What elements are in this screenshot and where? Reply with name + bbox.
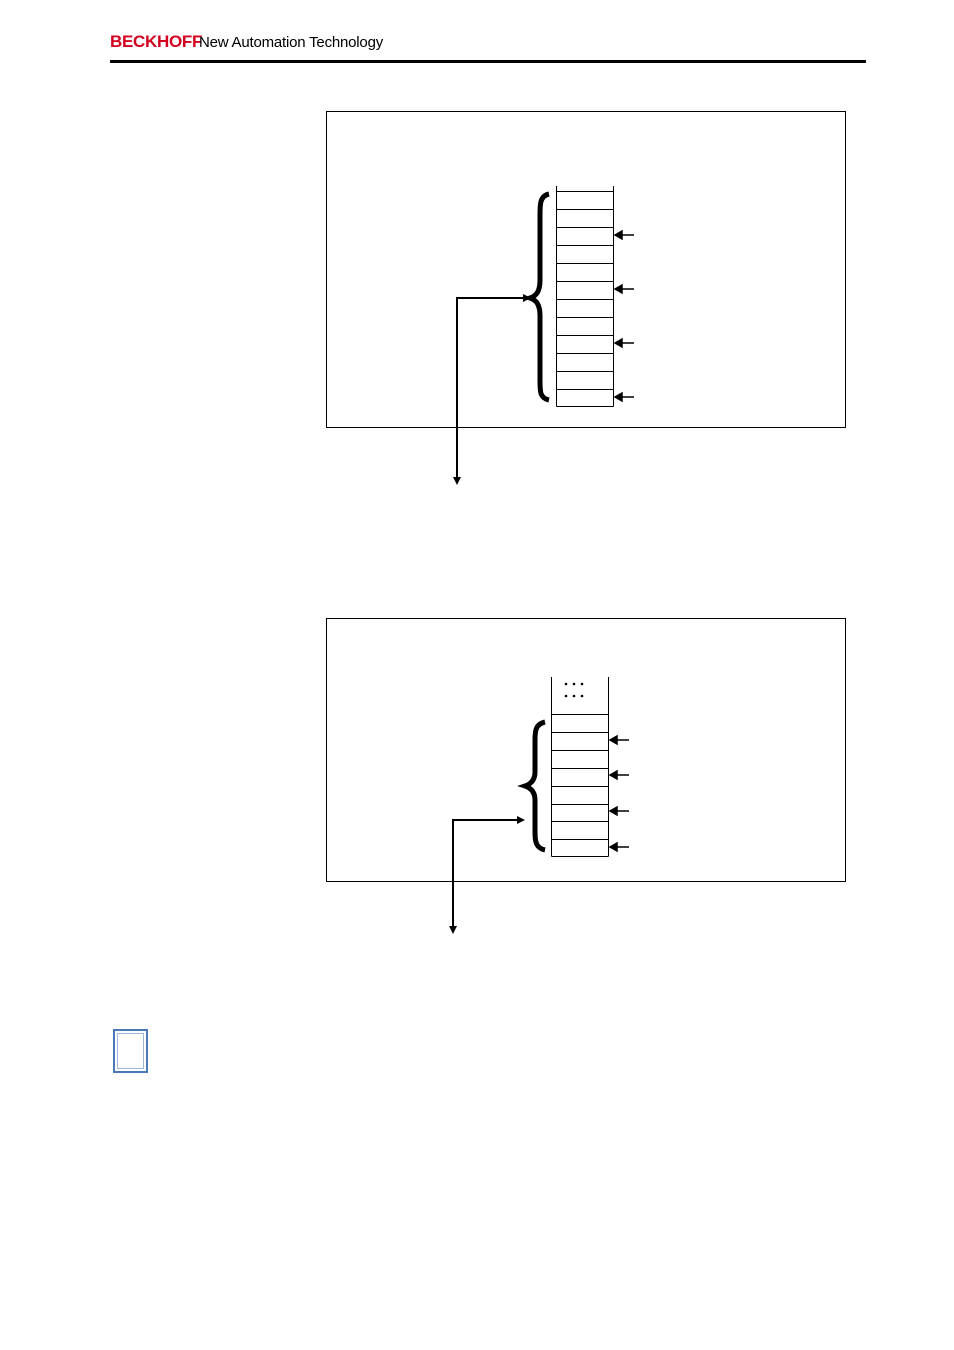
page-header: BECKHOFF New Automation Technology (110, 30, 866, 64)
diagram-two-memory-column (551, 677, 609, 857)
diagram-two-frame (326, 618, 846, 882)
brand-tagline: New Automation Technology (199, 34, 384, 51)
diagram-one-pointer-arrows (613, 229, 634, 403)
diagram-one-memory-column (556, 186, 614, 407)
diagram-two-pointer-arrows (608, 734, 629, 853)
header-rule (110, 60, 866, 63)
diagram-two-connector-arrow (449, 816, 525, 934)
diagram-one-brace (522, 191, 550, 403)
diagram-two-brace (517, 719, 546, 853)
diagram-one (0, 0, 954, 500)
info-note-icon (113, 1029, 148, 1073)
diagram-one-frame (326, 111, 846, 428)
brand-logo: BECKHOFF (110, 32, 203, 51)
diagram-one-connector-arrow (453, 294, 531, 485)
diagram-two-ellipsis-dots (564, 682, 584, 698)
diagram-two (0, 500, 954, 950)
